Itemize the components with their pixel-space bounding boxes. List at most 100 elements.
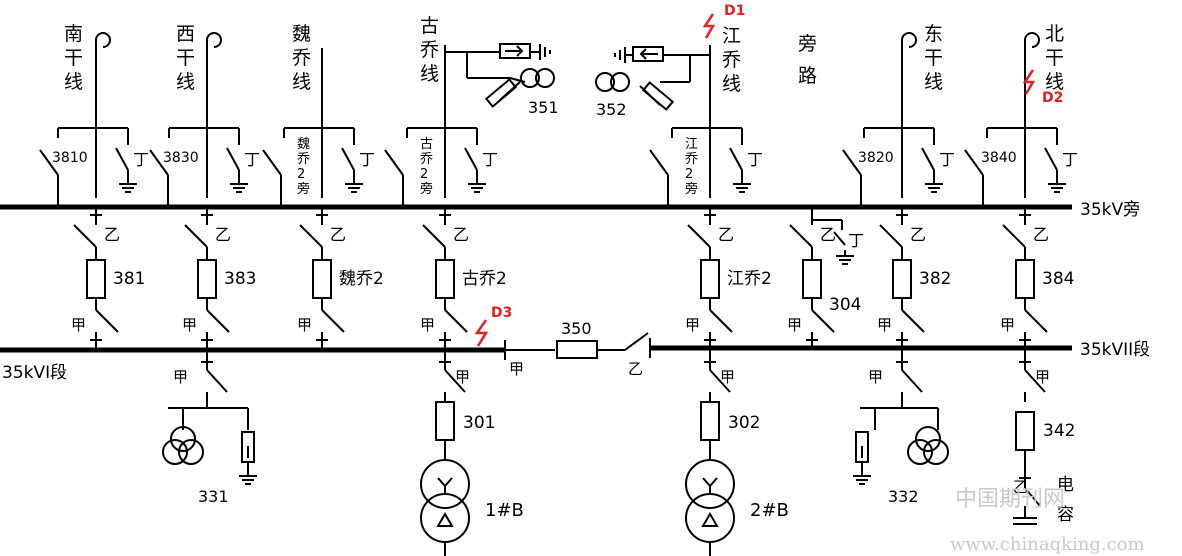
jia-label: 甲: [455, 368, 470, 386]
yi-label: 乙: [1033, 225, 1049, 244]
isolator-yi: [687, 224, 711, 248]
breaker-label: 342: [1043, 421, 1075, 441]
svg-text:D3: D3: [491, 305, 512, 321]
fault-d1: D1: [702, 3, 745, 39]
fault-d3: D3: [474, 305, 512, 347]
breaker-label: 381: [113, 269, 145, 289]
jia-label: 甲: [720, 368, 735, 386]
jia-label: 甲: [420, 316, 435, 334]
jia-label: 甲: [1000, 316, 1015, 334]
ding-label: 丁: [848, 231, 864, 250]
jia-label: 甲: [685, 316, 700, 334]
breaker: [86, 259, 106, 299]
jia-label: 甲: [1035, 368, 1050, 386]
bay-name: 江乔线: [722, 25, 741, 95]
bus-tie-jia: 甲: [509, 360, 524, 378]
bay-name: 旁路: [798, 33, 817, 87]
bus1-label: 35kVI段: [2, 363, 67, 383]
transformer-winding-hv: [420, 459, 470, 509]
breaker-label: 304: [829, 295, 861, 315]
yi-label: 乙: [910, 225, 926, 244]
isolator-jia: [709, 369, 731, 393]
bus2-label: 35kVII段: [1080, 340, 1150, 360]
isolator-jia: [444, 369, 466, 393]
isolator-yi: [299, 224, 323, 248]
breaker: [312, 259, 332, 299]
breaker-label: 384: [1042, 269, 1074, 289]
isolator-jia: [901, 369, 923, 393]
transformer-label: 1#B: [485, 500, 524, 521]
breaker: [197, 259, 217, 299]
breaker-label: 382: [919, 269, 951, 289]
yi-label: 乙: [215, 225, 231, 244]
bay-name: 西干线: [176, 23, 195, 93]
svg-text:D1: D1: [724, 3, 745, 19]
isolator-yi: [879, 224, 903, 248]
isolator-jia: [95, 309, 119, 333]
transformer-label: 2#B: [750, 500, 789, 521]
breaker: [802, 259, 822, 299]
isolator-jia: [901, 309, 925, 333]
breaker: [435, 259, 455, 299]
bay-name: 北干线: [1045, 23, 1064, 93]
isolator-jia: [1024, 369, 1046, 393]
ding-label: 丁: [747, 150, 763, 169]
isolator-jia: [321, 309, 345, 333]
isolator-yi: [789, 224, 813, 248]
breaker: [700, 401, 720, 441]
jia-label: 甲: [868, 368, 883, 386]
breaker: [700, 259, 720, 299]
lower-bays: 甲331甲3011#B甲3022#B甲332甲342乙电容: [162, 350, 1075, 556]
capacitor-label: 电容: [1057, 475, 1074, 525]
isolator-jia: [206, 369, 228, 393]
breaker-label: 江乔2: [727, 269, 772, 289]
transformer-winding-hv: [685, 459, 735, 509]
isolator-jia: [811, 309, 835, 333]
yi-label: 乙: [330, 225, 346, 244]
pt-351-label: 351: [528, 98, 559, 117]
isolator-jia: [709, 309, 733, 333]
ding-label: 丁: [244, 150, 260, 169]
pt-352-label: 352: [596, 100, 627, 119]
isolator-jia: [444, 309, 468, 333]
jia-label: 甲: [297, 316, 312, 334]
isolator-yi: [184, 224, 208, 248]
ding-label: 丁: [133, 150, 149, 169]
bypass-bus-label: 35kV旁: [1080, 200, 1140, 220]
lower-bay-3: 甲 332: [853, 350, 949, 506]
ding-label: 丁: [1062, 150, 1078, 169]
bay-name: 东干线: [924, 23, 943, 93]
breaker: [1015, 411, 1035, 451]
breaker-label: 383: [224, 269, 256, 289]
breaker-label: 魏乔2: [339, 269, 384, 289]
ding-label: 丁: [359, 150, 375, 169]
bay-label: 331: [198, 487, 229, 506]
bay-name: 魏乔线: [292, 23, 311, 93]
pt-351: 351: [445, 43, 559, 117]
jia-label: 甲: [182, 316, 197, 334]
transformer-winding-lv: [685, 493, 735, 543]
yi-label: 乙: [453, 225, 469, 244]
breaker: [1015, 259, 1035, 299]
jia-label: 甲: [71, 316, 86, 334]
yi-label: 乙: [104, 225, 120, 244]
jia-label: 甲: [173, 368, 188, 386]
bay-label: 332: [888, 487, 919, 506]
watermark-cn: 中国期刊网: [955, 487, 1065, 512]
isolator-jia: [1024, 309, 1048, 333]
bypass-switch-label: 3840: [981, 150, 1017, 166]
bypass-switch-label: 3810: [52, 150, 88, 166]
bypass-switch-label: 3830: [163, 150, 199, 166]
bay-name: 南干线: [64, 23, 83, 93]
